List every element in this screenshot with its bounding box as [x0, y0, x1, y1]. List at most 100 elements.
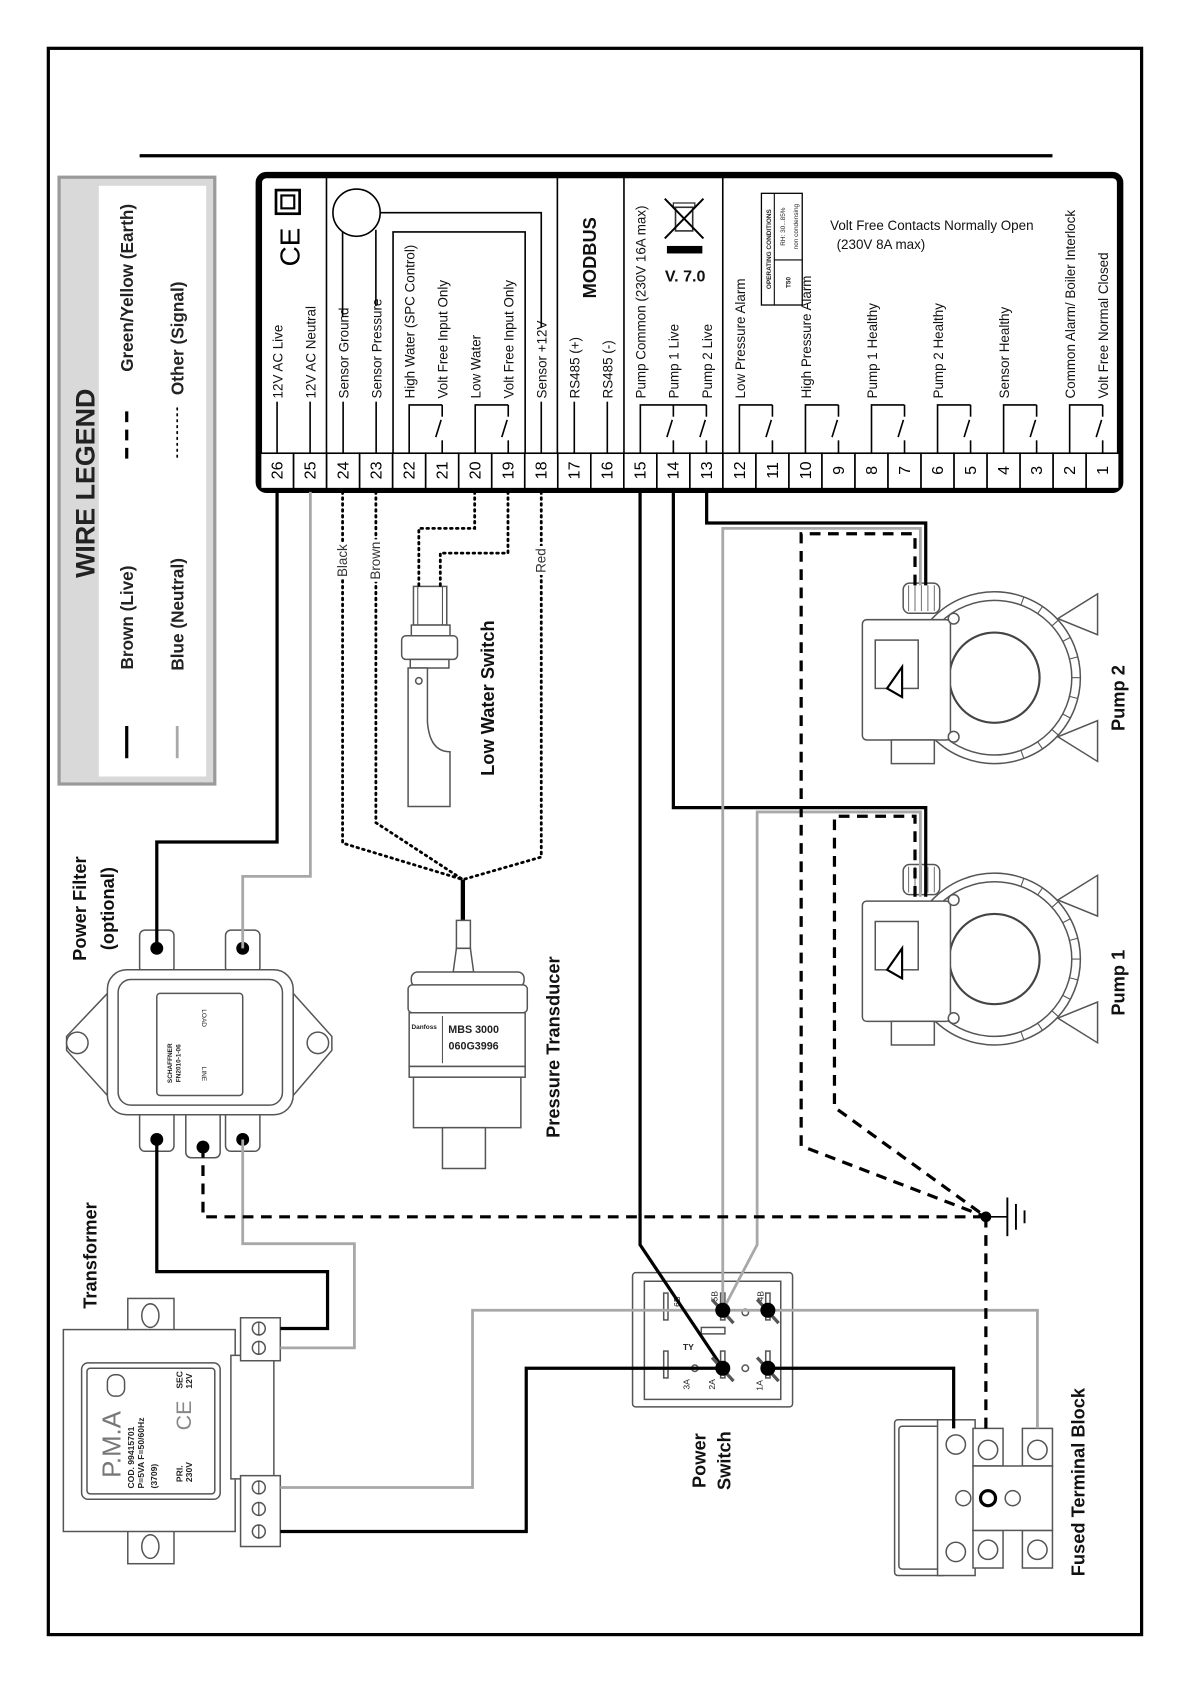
weee-bin-icon — [664, 198, 705, 254]
terminal-3[interactable] — [1019, 452, 1054, 490]
wire-label-red: Red — [534, 548, 549, 573]
terminal-number: 18 — [533, 461, 551, 479]
terminal-label: Pump 1 Live — [667, 324, 682, 399]
terminal-number: 9 — [830, 466, 848, 475]
pressure-transducer-label: Pressure Transducer — [543, 956, 564, 1138]
terminal-number: 11 — [764, 462, 782, 479]
relay-contact-2-1 — [1068, 404, 1104, 454]
fused-terminal-block — [893, 1419, 1054, 1577]
terminal-label: Pump Common (230V 16A max) — [634, 205, 649, 398]
operating-conditions-table: OPERATING CONDITIONS T50 RH: 30...85% no… — [760, 192, 803, 306]
relay-contacts — [408, 404, 1104, 454]
svg-text:COD. 99415701: COD. 99415701 — [126, 1426, 136, 1488]
wire-sensor-black — [341, 490, 465, 881]
wire-12v-neutral — [241, 491, 312, 949]
terminal-18[interactable] — [523, 452, 559, 490]
transformer-brand: P.M.A — [98, 1410, 126, 1478]
terminal-number: 14 — [665, 461, 683, 479]
terminal-label: 12V AC Neutral — [303, 306, 318, 398]
pump-2 — [861, 582, 1099, 765]
wire-low-water-a — [417, 490, 477, 588]
terminal-number: 7 — [896, 466, 914, 475]
legend-title: WIRE LEGEND — [71, 389, 101, 578]
terminal-23[interactable] — [358, 452, 394, 490]
terminal-13[interactable] — [689, 452, 724, 490]
terminal-number: 17 — [566, 461, 584, 479]
terminal-5[interactable] — [953, 452, 988, 490]
svg-text:P=5VA F=50/60Hz: P=5VA F=50/60Hz — [136, 1417, 146, 1488]
wire-pump2-live — [705, 491, 928, 586]
relay-contact-6-5 — [936, 404, 972, 454]
terminal-16[interactable] — [589, 452, 625, 490]
terminal-number: 10 — [797, 461, 815, 479]
wire-pump1-neutral — [721, 810, 922, 1311]
terminal-label: Pump 2 Live — [700, 324, 715, 399]
terminal-label: Low Pressure Alarm — [733, 278, 748, 398]
legend-brown: Brown (Live) — [117, 566, 137, 670]
terminal-label: Common Alarm/ Boiler Interlock — [1063, 210, 1078, 399]
wire-legend: WIRE LEGEND Brown (Live) Green/Yellow (E… — [57, 175, 217, 786]
wire-label-brown: Brown — [368, 542, 383, 580]
svg-text:RH: 30...85%: RH: 30...85% — [780, 207, 787, 246]
terminal-number: 22 — [401, 461, 419, 479]
terminal-number: 19 — [500, 461, 518, 479]
terminal-number: 13 — [698, 461, 716, 479]
earth-ground-icon — [985, 1197, 1026, 1237]
power-filter-label: Power Filter — [69, 856, 90, 960]
svg-text:non condensing: non condensing — [793, 203, 800, 249]
terminal-label: Low Water — [469, 334, 484, 398]
relay-contact-4-3 — [1002, 404, 1038, 454]
legend-other: Other (Signal) — [168, 282, 188, 396]
svg-text:(3709): (3709) — [149, 1464, 159, 1489]
svg-text:4B: 4B — [756, 1291, 766, 1302]
terminal-label: 12V AC Live — [270, 325, 285, 399]
svg-text:230V: 230V — [184, 1462, 194, 1482]
terminal-14[interactable] — [656, 452, 691, 490]
switch-contacts — [710, 1298, 780, 1383]
wire-transformer-neutral-switch — [280, 1308, 723, 1489]
terminal-label: Pump 1 Healthy — [865, 303, 880, 399]
terminal-number: 23 — [368, 461, 386, 479]
legend-earth: Green/Yellow (Earth) — [117, 204, 137, 372]
svg-text:SCHAFFNER: SCHAFFNER — [167, 1043, 174, 1083]
svg-text:FN2010-1-06: FN2010-1-06 — [175, 1044, 182, 1082]
svg-text:T50: T50 — [785, 276, 792, 288]
terminal-label: Sensor Healthy — [997, 306, 1012, 398]
wire-pump2-earth — [799, 532, 987, 1219]
power-switch-label-1: Power — [689, 1433, 710, 1488]
wire-filter-neutral-transformer — [241, 1139, 356, 1350]
terminal-15[interactable] — [623, 452, 658, 490]
svg-text:TY: TY — [683, 1342, 694, 1352]
wire-12v-live — [155, 491, 279, 949]
terminal-number: 6 — [929, 466, 947, 475]
svg-text:PRI.: PRI. — [175, 1465, 185, 1482]
wires: Black Brown Red — [155, 490, 1039, 1534]
wire-sensor-brown — [374, 490, 465, 881]
terminal-20[interactable] — [457, 452, 493, 490]
terminal-22[interactable] — [391, 452, 427, 490]
terminal-number: 5 — [962, 466, 980, 475]
low-water-switch-label: Low Water Switch — [477, 620, 498, 775]
terminal-label: Volt Free Input Only — [436, 280, 451, 399]
sensor-symbol — [332, 188, 381, 238]
terminal-label: High Water (SPC Control) — [403, 245, 418, 399]
terminal-number: 12 — [731, 461, 749, 479]
svg-text:060G3996: 060G3996 — [449, 1040, 499, 1052]
terminal-number: 25 — [301, 461, 319, 479]
wire-sensor-red — [461, 490, 543, 881]
terminal-number: 3 — [1028, 466, 1046, 475]
terminal-11[interactable] — [755, 452, 790, 490]
svg-text:MBS 3000: MBS 3000 — [448, 1024, 499, 1036]
power-filter-sublabel: (optional) — [97, 867, 118, 950]
ce-mark: CE — [275, 228, 306, 267]
terminal-1[interactable] — [1085, 452, 1120, 490]
legend-blue: Blue (Neutral) — [168, 558, 188, 671]
terminal-number: 1 — [1094, 466, 1112, 475]
transformer: P.M.A COD. 99415701 P=5VA F=50/60Hz (370… — [62, 1297, 282, 1565]
relay-contact-15-14-13 — [639, 404, 708, 454]
terminal-label: High Pressure Alarm — [799, 276, 814, 399]
power-switch: 6B 5B 4B 3A 2A 1A TY — [631, 1271, 794, 1408]
